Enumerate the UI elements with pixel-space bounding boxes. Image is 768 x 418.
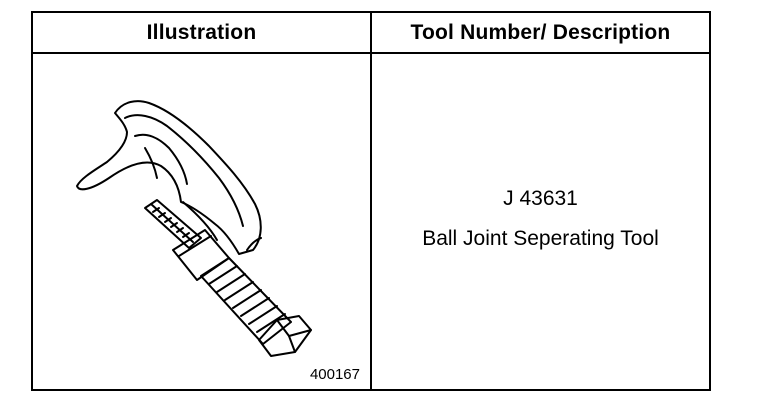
tool-number: J 43631: [503, 186, 578, 210]
tool-table: Illustration Tool Number/ Description: [31, 11, 711, 391]
figure-number: 400167: [309, 366, 360, 383]
illustration-cell: 400167: [33, 54, 370, 389]
header-illustration: Illustration: [146, 20, 257, 44]
description-cell: J 43631 Ball Joint Seperating Tool: [372, 54, 709, 389]
ball-joint-separator-tool-icon: [76, 100, 312, 357]
header-tool-description: Tool Number/ Description: [410, 20, 671, 44]
tool-name: Ball Joint Seperating Tool: [422, 226, 659, 250]
column-divider: [370, 13, 372, 389]
